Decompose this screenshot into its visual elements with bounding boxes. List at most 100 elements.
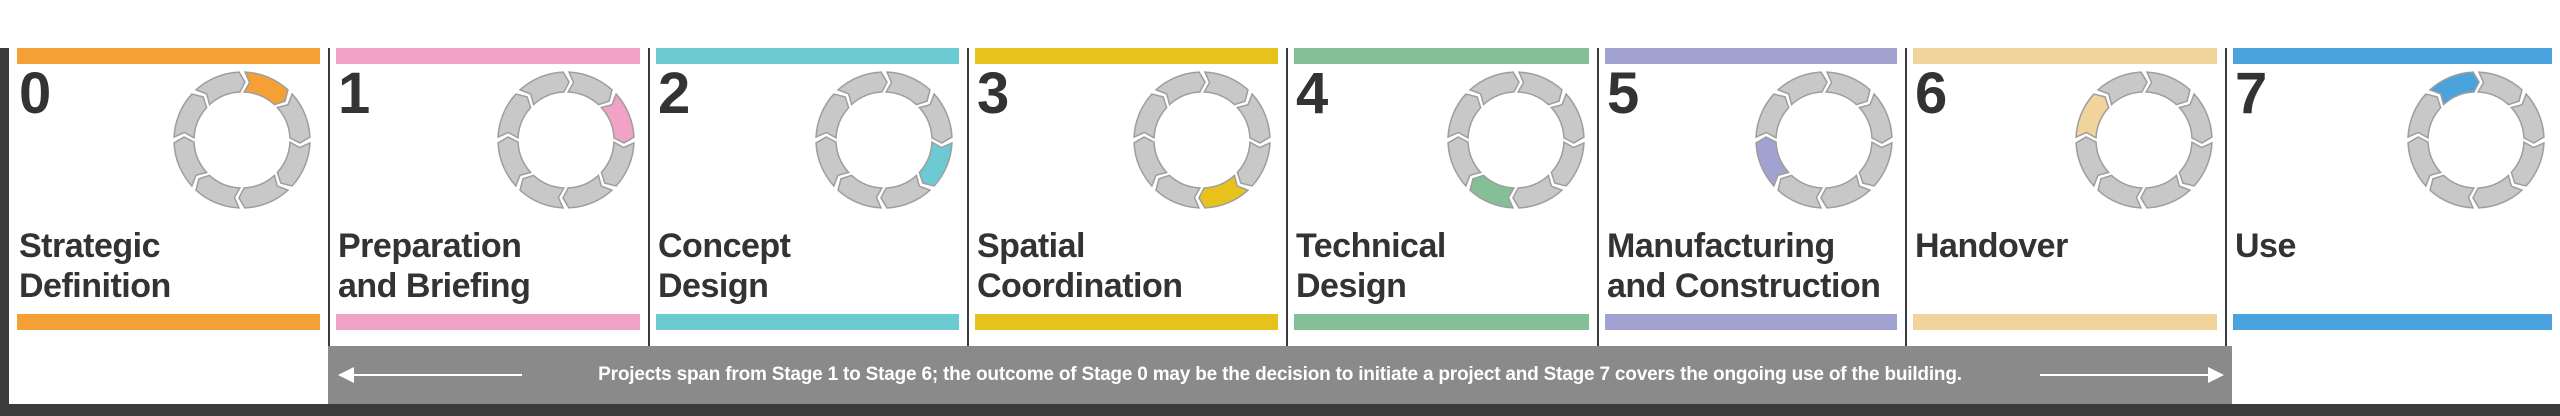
stage-name: Spatial Coordination — [977, 227, 1183, 305]
ring-segment — [1858, 140, 1893, 187]
left-frame-border — [0, 48, 9, 416]
stage-number: 5 — [1607, 61, 1640, 126]
stage-color-bar-top — [975, 48, 1278, 64]
ring-segment — [1447, 136, 1482, 188]
ring-segment — [1550, 140, 1585, 187]
ring-segment — [2510, 140, 2545, 187]
stage-number: 4 — [1296, 61, 1329, 126]
stage-color-bar-top — [2233, 48, 2552, 64]
ring-segment — [2097, 174, 2144, 209]
stage-divider — [1597, 48, 1599, 348]
stage-name: Concept Design — [658, 227, 791, 305]
stage-name: Handover — [1915, 227, 2068, 265]
ring-segment — [518, 71, 570, 106]
ring-segment — [1512, 174, 1564, 209]
ring-segment — [1468, 71, 1520, 106]
stage-color-bar-bottom — [1913, 314, 2217, 330]
stage-name: Use — [2235, 227, 2296, 265]
ring-segment — [2075, 136, 2110, 188]
stage-divider — [967, 48, 969, 348]
ring-segment — [1133, 136, 1168, 188]
ring-segment — [1755, 93, 1790, 140]
ring-segment — [497, 93, 532, 140]
stage-color-bar-bottom — [1605, 314, 1897, 330]
stage-number: 0 — [19, 61, 52, 126]
stage-cycle-ring-icon — [1755, 71, 1893, 209]
stage-divider — [648, 48, 650, 348]
ring-segment — [837, 174, 884, 209]
right-arrowhead-icon — [2208, 367, 2224, 383]
stage-color-bar-top — [1294, 48, 1589, 64]
ring-segment — [173, 136, 208, 188]
ring-segment — [2510, 92, 2545, 144]
ring-segment — [1777, 174, 1824, 209]
ring-segment — [276, 92, 311, 144]
ring-segment — [2407, 93, 2442, 140]
ring-segment — [2472, 174, 2524, 209]
ring-segment-active — [1198, 174, 1250, 209]
ring-segment — [1858, 92, 1893, 144]
ring-segment — [173, 93, 208, 140]
ring-segment — [815, 93, 850, 140]
stage-name: Strategic Definition — [19, 227, 171, 305]
ring-segment — [566, 71, 613, 106]
ring-segment — [2429, 174, 2476, 209]
ring-segment — [1202, 71, 1249, 106]
note-text: Projects span from Stage 1 to Stage 6; t… — [598, 364, 1962, 385]
left-arrowhead-icon — [338, 367, 354, 383]
stage-divider — [1905, 48, 1907, 348]
top-margin — [0, 0, 2560, 48]
ring-segment — [2096, 71, 2148, 106]
ring-segment-active — [2075, 93, 2110, 140]
stage-number: 1 — [338, 61, 371, 126]
ring-segment-active — [1755, 136, 1790, 188]
ring-segment-active — [2428, 71, 2480, 106]
ring-segment — [1550, 92, 1585, 144]
stage-color-bar-top — [336, 48, 640, 64]
ring-segment — [519, 174, 566, 209]
ring-segment — [276, 140, 311, 187]
stage-cycle-ring-icon — [2075, 71, 2213, 209]
ring-segment — [2407, 136, 2442, 188]
ring-segment — [2178, 92, 2213, 144]
ring-segment — [1516, 71, 1563, 106]
stage-cycle-ring-icon — [497, 71, 635, 209]
ring-segment — [2144, 71, 2191, 106]
stage-divider — [328, 48, 330, 348]
ring-segment — [836, 71, 888, 106]
ring-segment — [1236, 140, 1271, 187]
stage-number: 3 — [977, 61, 1010, 126]
stage-color-bar-bottom — [2233, 314, 2552, 330]
stage-divider — [2225, 48, 2227, 348]
ring-segment — [1154, 71, 1206, 106]
stage-number: 2 — [658, 61, 691, 126]
bottom-frame-border — [0, 404, 2560, 416]
stage-cycle-ring-icon — [815, 71, 953, 209]
ring-segment — [2178, 140, 2213, 187]
ring-segment — [1447, 93, 1482, 140]
left-arrow-line — [352, 374, 522, 376]
stage-number: 6 — [1915, 61, 1948, 126]
ring-segment — [600, 140, 635, 187]
stage-color-bar-bottom — [656, 314, 959, 330]
stage-divider — [1286, 48, 1288, 348]
ring-segment — [884, 71, 931, 106]
stage-cycle-ring-icon — [173, 71, 311, 209]
stage-name: Preparation and Briefing — [338, 227, 531, 305]
ring-segment — [880, 174, 932, 209]
ring-segment — [1820, 174, 1872, 209]
ring-segment — [238, 174, 290, 209]
ring-segment — [815, 136, 850, 188]
stage-color-bar-bottom — [336, 314, 640, 330]
ring-segment — [497, 136, 532, 188]
stage-cycle-ring-icon — [2407, 71, 2545, 209]
ring-segment — [194, 71, 246, 106]
ring-segment — [1824, 71, 1871, 106]
